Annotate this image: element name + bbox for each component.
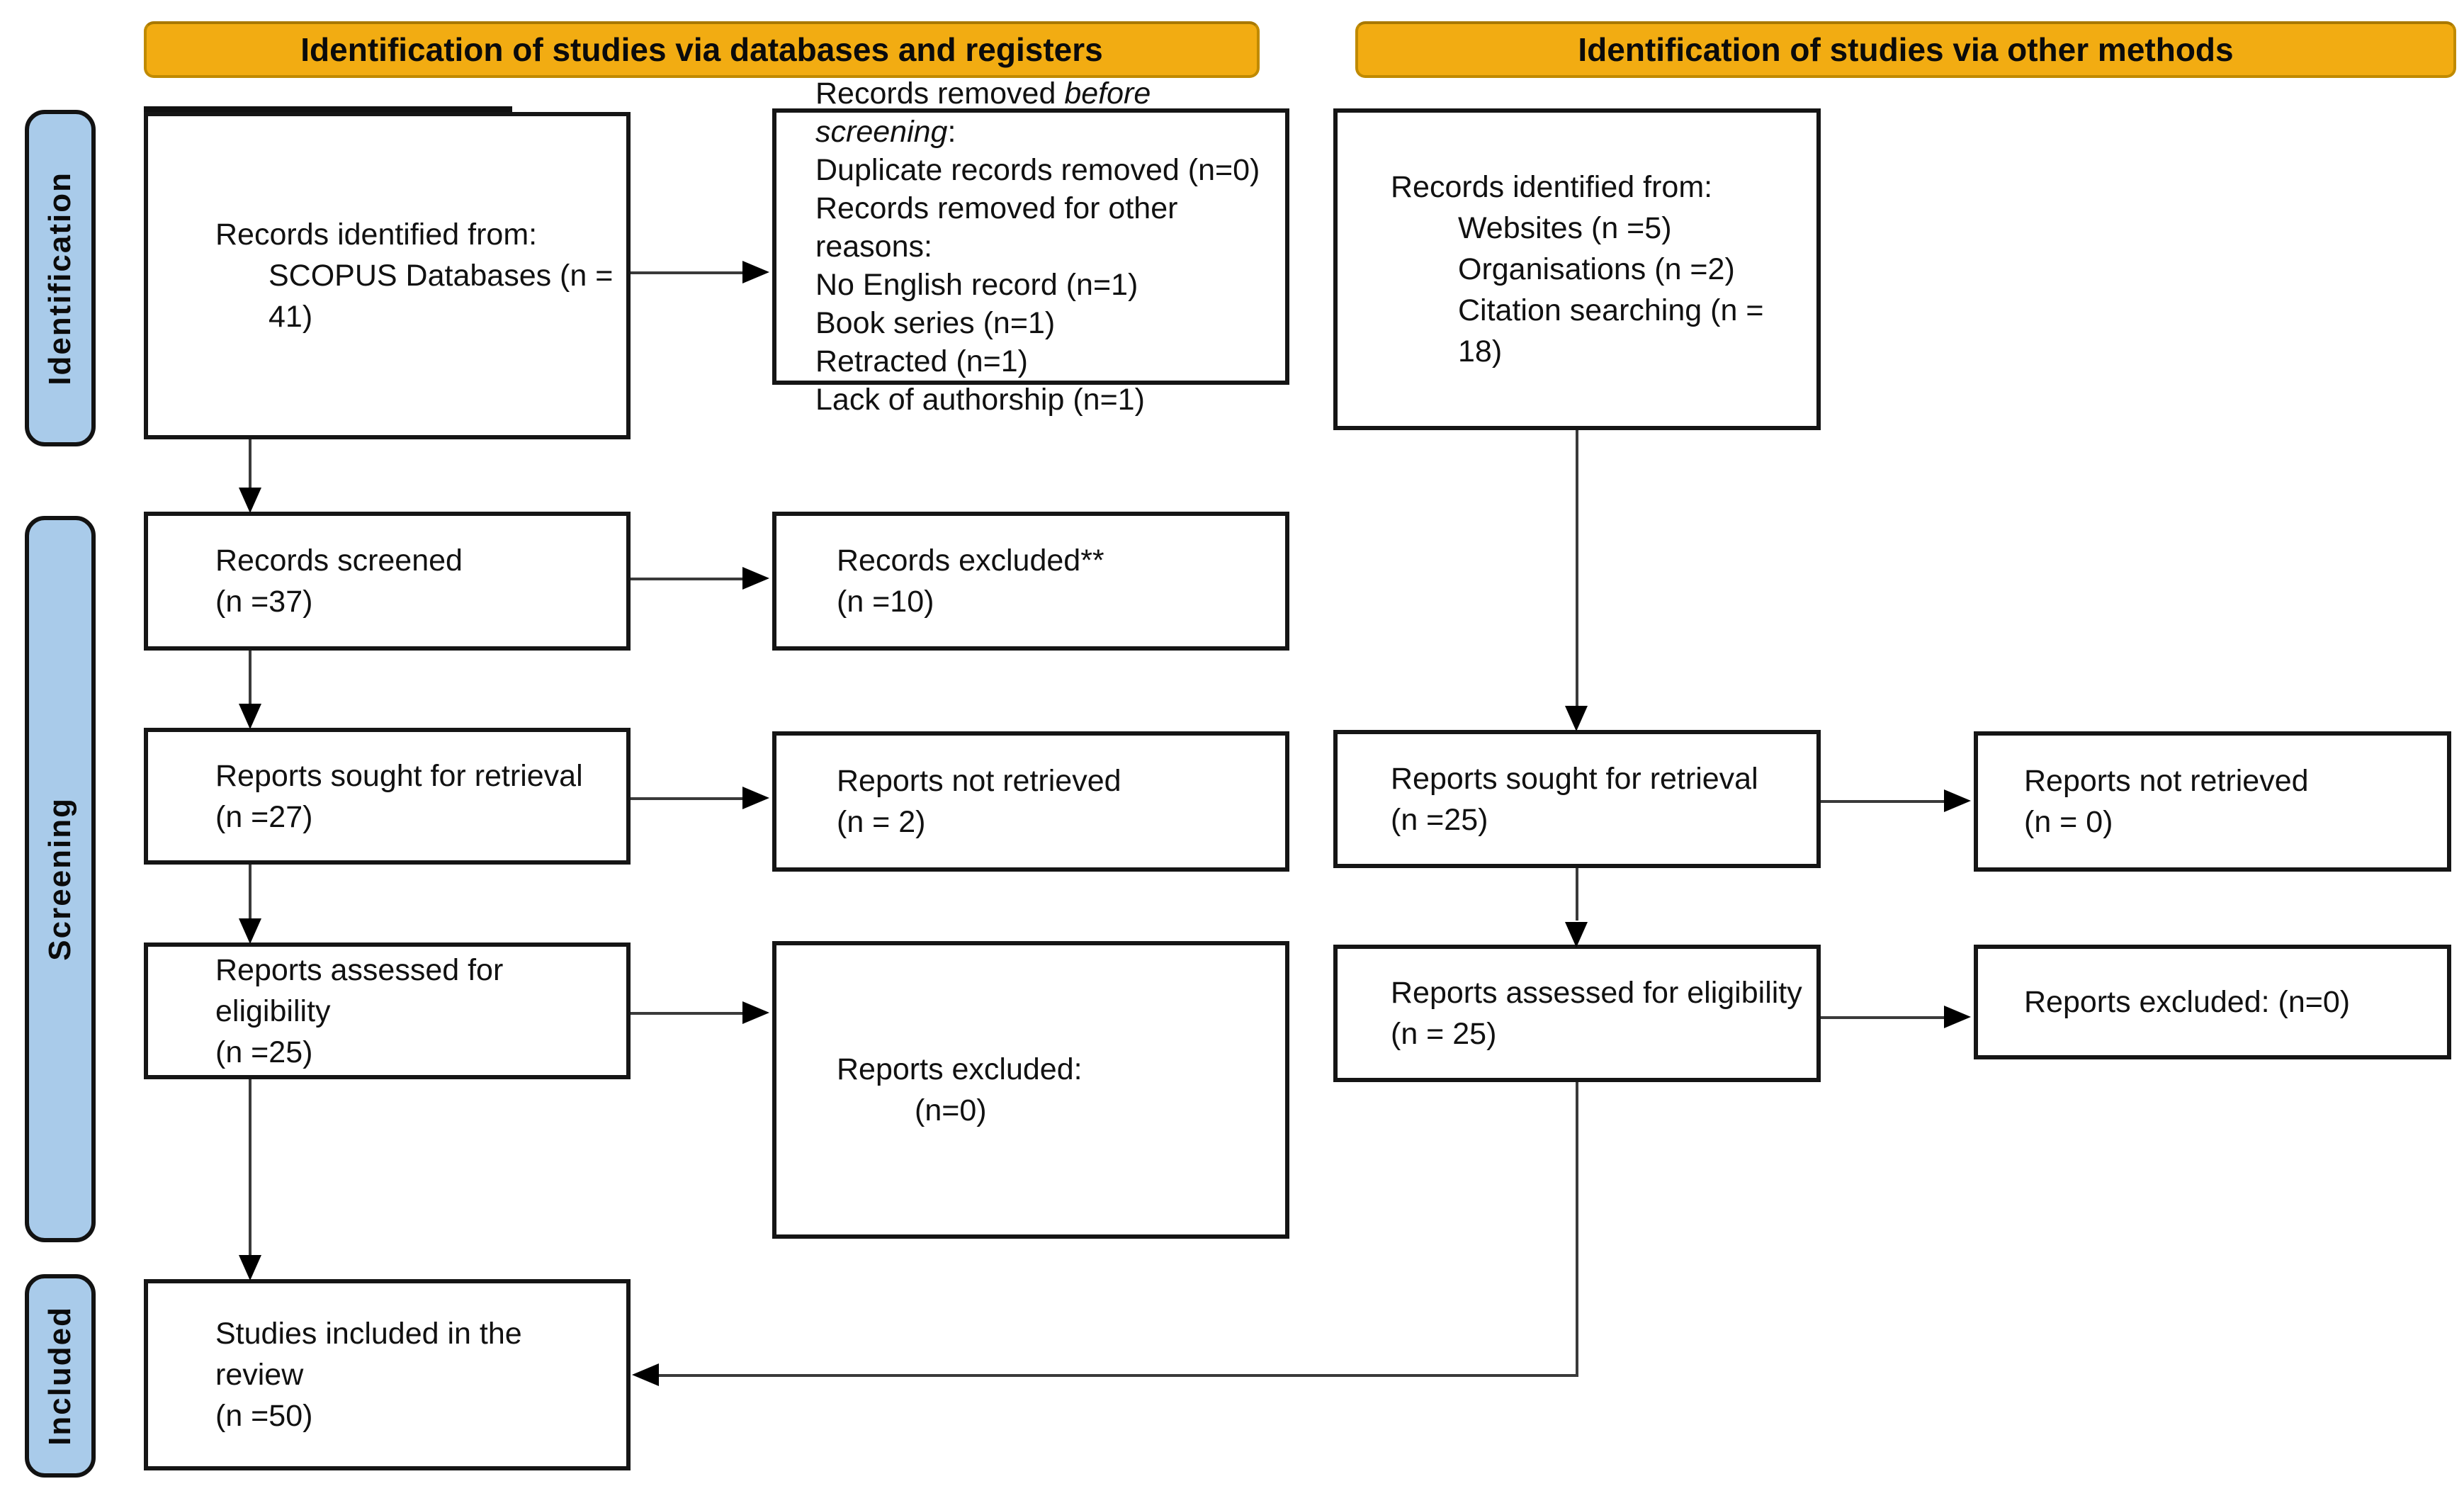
box-text-line: Reports assessed for eligibility [215,952,504,1028]
banner-left-label: Identification of studies via databases … [300,31,1103,68]
box-text-line: No English record (n=1) [815,268,1138,302]
arrowhead-down-icon [239,1255,261,1281]
box-reports-not-retrieved-databases: Reports not retrieved (n = 2) [772,731,1289,872]
arrowhead-right-icon [1944,1006,1971,1028]
connector-identified-other-to-sought [1576,430,1578,706]
box-text-line: SCOPUS Databases (n = 41) [269,259,614,334]
box-text-line: (n =37) [215,585,313,619]
connector-assessed-other-to-excluded [1821,1016,1945,1019]
top-border-artifact-line [144,106,512,112]
box-records-identified-databases: Records identified from: SCOPUS Database… [144,112,631,439]
box-text-part: : [947,115,956,149]
box-reports-not-retrieved-other: Reports not retrieved (n = 0) [1974,731,2451,872]
connector-other-into-included [657,1374,1578,1377]
box-reports-sought-databases: Reports sought for retrieval (n =27) [144,728,631,865]
box-text-line: (n =50) [215,1399,313,1433]
box-text-line: Records excluded** [837,544,1104,578]
box-text-part: Records removed [815,77,1065,111]
arrowhead-left-icon [632,1363,659,1386]
box-text-line: Reports not retrieved [2024,764,2309,798]
box-text-line: Reports not retrieved [837,764,1121,798]
box-text-line: (n=0) [915,1093,987,1127]
box-text-line: (n =25) [1391,802,1488,837]
box-text-line: Studies included in the review [215,1317,522,1392]
box-records-identified-other: Records identified from: Websites (n =5)… [1333,108,1821,430]
box-text-line: Duplicate records removed (n=0) [815,153,1260,187]
box-text-line: Records removed for other reasons: [815,191,1178,264]
box-text-line: (n = 2) [837,805,926,839]
box-reports-assessed-databases: Reports assessed for eligibility (n =25) [144,943,631,1079]
box-text-line: Records identified from: [215,218,538,252]
box-records-excluded: Records excluded** (n =10) [772,512,1289,651]
banner-other-methods: Identification of studies via other meth… [1355,21,2456,78]
connector-sought-to-assessed [249,865,252,920]
connector-sought-to-not-retrieved [631,797,744,800]
arrowhead-right-icon [742,787,769,809]
box-text-line: Retracted (n=1) [815,344,1028,378]
arrowhead-down-icon [239,488,261,513]
box-text-line: (n =10) [837,585,934,619]
connector-screened-to-excluded [631,578,744,580]
arrowhead-right-icon [1944,789,1971,812]
arrowhead-down-icon [239,918,261,944]
box-text-line: Reports sought for retrieval [215,758,583,793]
stage-included-label: Included [43,1306,77,1446]
box-reports-excluded-databases: Reports excluded: (n=0) [772,941,1289,1239]
box-reports-sought-other: Reports sought for retrieval (n =25) [1333,730,1821,868]
box-records-screened: Records screened (n =37) [144,512,631,651]
arrowhead-right-icon [742,1001,769,1024]
box-text-line: (n = 25) [1391,1017,1497,1051]
box-text-line: (n = 0) [2024,805,2113,839]
arrowhead-down-icon [1565,922,1588,947]
connector-screened-to-sought [249,651,252,705]
connector-assessed-to-included [249,1079,252,1255]
banner-right-label: Identification of studies via other meth… [1578,31,2234,68]
box-text-line: Citation searching (n = 18) [1458,293,1764,368]
connector-identified-to-screened [249,439,252,489]
box-text-line: Reports assessed for eligibility [1391,976,1802,1010]
box-studies-included: Studies included in the review (n =50) [144,1279,631,1470]
connector-assessed-other-down [1576,1082,1578,1375]
arrowhead-right-icon [742,261,769,283]
box-text-line: Reports sought for retrieval [1391,761,1758,796]
box-text-line: Reports excluded: (n=0) [2024,985,2351,1019]
stage-screening-label: Screening [43,797,77,961]
stage-bar-screening: Screening [25,516,96,1242]
stage-bar-included: Included [25,1274,96,1478]
connector-sought-other-to-assessed [1576,868,1578,921]
box-text-part-italic: before screening [815,77,1151,149]
box-text-line: Organisations (n =2) [1458,252,1735,286]
box-text-line: (n =27) [215,799,313,834]
connector-identified-to-removed [631,271,744,274]
connector-assessed-to-excluded [631,1012,744,1015]
box-reports-assessed-other: Reports assessed for eligibility (n = 25… [1333,945,1821,1082]
banner-databases-registers: Identification of studies via databases … [144,21,1260,78]
box-text-line: Reports excluded: [837,1052,1083,1086]
box-text-line: Records identified from: [1391,170,1713,204]
box-records-removed-before-screening: Records removed before screening: Duplic… [772,77,1289,417]
box-reports-excluded-other: Reports excluded: (n=0) [1974,945,2451,1059]
box-text-line: Book series (n=1) [815,306,1056,340]
stage-bar-identification: Identification [25,110,96,446]
arrowhead-down-icon [239,704,261,729]
stage-identification-label: Identification [43,171,77,386]
box-text-line: Records screened [215,544,463,578]
box-text-line: (n =25) [215,1035,313,1069]
connector-sought-other-to-not-retrieved [1821,800,1945,803]
box-text-line: Websites (n =5) [1458,211,1672,245]
box-text-line: Lack of authorship (n=1) [815,383,1145,417]
box-text-line: Records removed before screening: [815,74,1272,151]
arrowhead-right-icon [742,567,769,590]
arrowhead-down-icon [1565,706,1588,731]
